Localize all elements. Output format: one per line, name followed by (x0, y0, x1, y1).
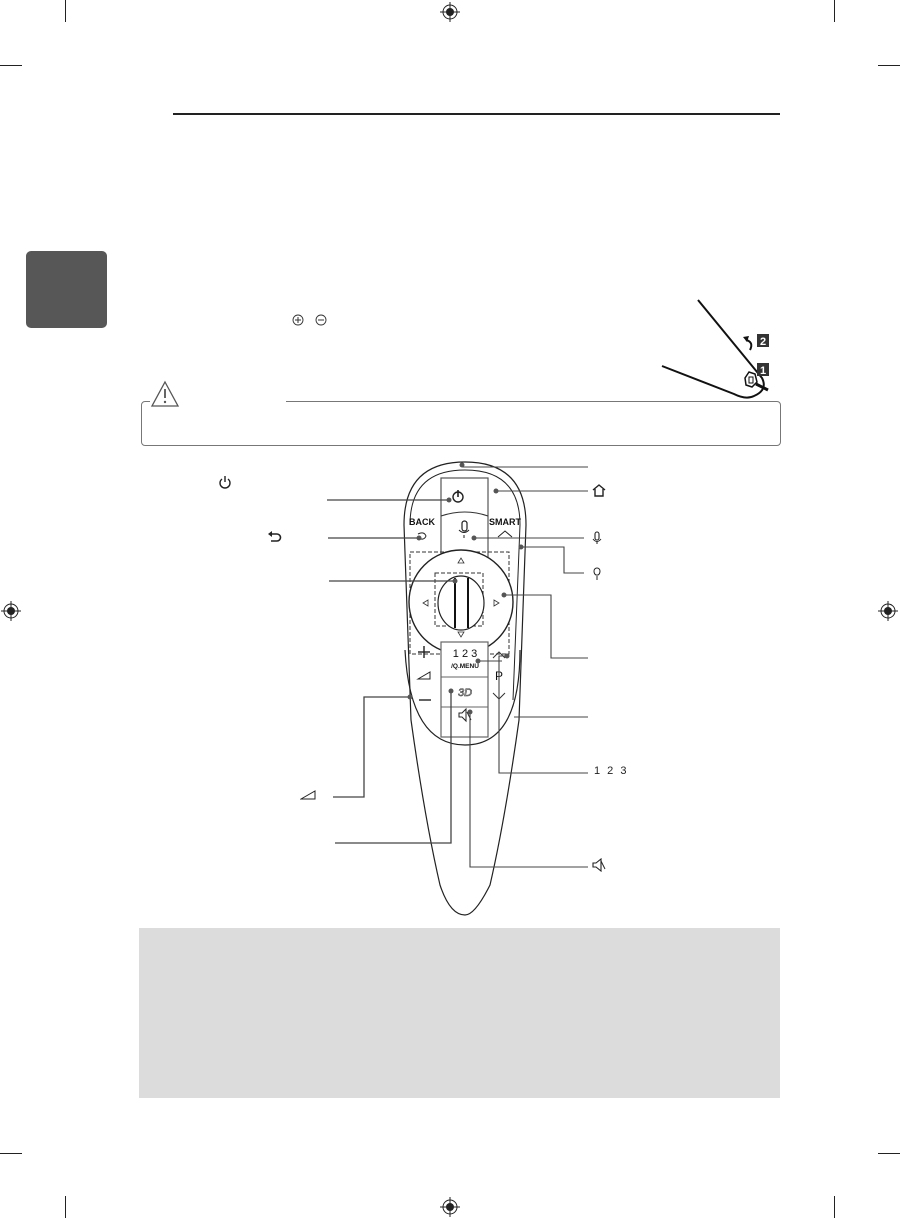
home-icon (592, 484, 606, 497)
header-rule (173, 113, 780, 115)
microphone-icon (592, 531, 602, 544)
registration-mark-icon (1, 601, 21, 621)
back-button-label: BACK (409, 517, 435, 527)
numbers-callout-label: 1 2 3 (594, 765, 629, 777)
note-box (139, 928, 780, 1098)
crop-mark (834, 0, 835, 22)
crop-mark (0, 65, 22, 66)
crop-mark (65, 0, 66, 22)
crop-mark (878, 65, 900, 66)
power-icon (219, 476, 231, 489)
battery-cover-illustration: 2 1 (661, 299, 769, 399)
chapter-tab (26, 251, 107, 328)
crop-mark (65, 1196, 66, 1218)
circled-plus-icon (292, 314, 304, 326)
registration-mark-icon (878, 601, 898, 621)
registration-mark-icon (440, 1197, 460, 1217)
remote-control-diagram: BACK SMART 1 2 3 /Q.MENU 3D P (327, 461, 588, 916)
light-bulb-icon (593, 567, 601, 580)
crop-mark (878, 1153, 900, 1154)
caution-header-gap (150, 398, 286, 404)
mute-icon (592, 858, 606, 872)
3d-button-label: 3D (458, 687, 472, 699)
registration-mark-icon (440, 2, 460, 22)
numbers-button-label: 1 2 3 (453, 648, 477, 660)
step-2-label: 2 (760, 336, 766, 348)
back-icon (268, 531, 282, 542)
smart-button-label: SMART (489, 517, 521, 527)
warning-triangle-icon (150, 380, 180, 407)
step-1-label: 1 (760, 365, 766, 377)
volume-icon (300, 790, 316, 800)
crop-mark (834, 1196, 835, 1218)
qmenu-button-label: /Q.MENU (451, 663, 479, 670)
crop-mark (0, 1153, 22, 1154)
circled-minus-icon (315, 314, 327, 326)
caution-box (141, 401, 781, 446)
